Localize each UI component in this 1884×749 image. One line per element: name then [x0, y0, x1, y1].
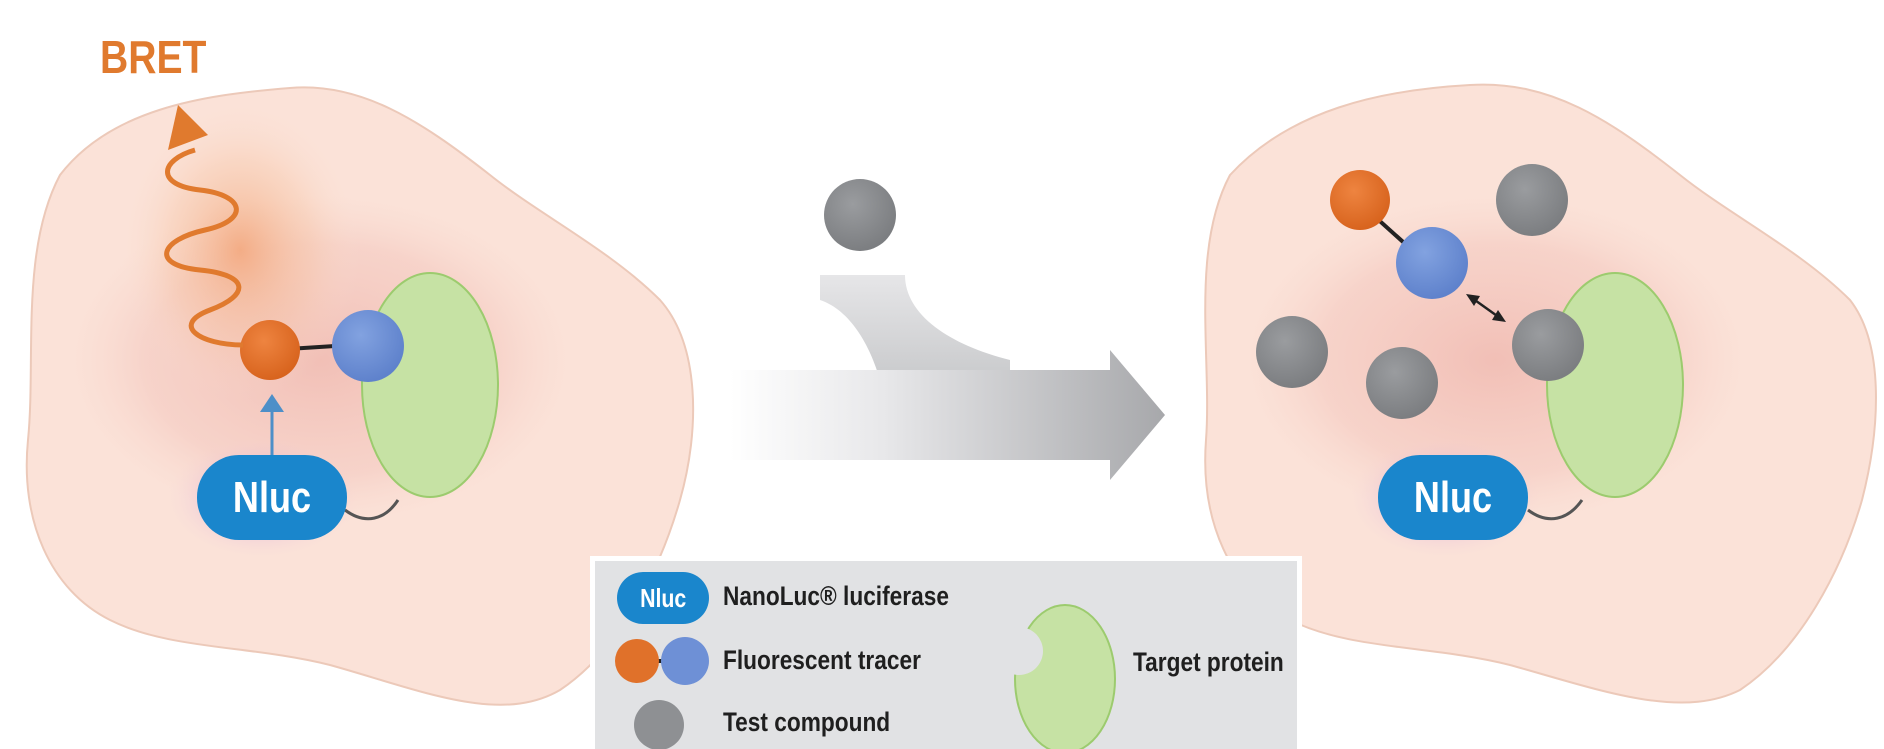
right-target-protein — [1547, 273, 1683, 497]
legend-compound-icon — [631, 697, 687, 749]
legend-compound-label: Test compound — [723, 707, 890, 738]
right-tracer-orange-ball — [1330, 170, 1390, 230]
right-compound-1 — [1496, 164, 1568, 236]
bret-label: BRET — [100, 32, 206, 84]
legend-nluc-badge-text: Nluc — [640, 583, 686, 614]
compound-entry-curve — [820, 275, 1010, 380]
left-bret-glow — [120, 100, 360, 400]
incoming-compound — [824, 179, 896, 251]
right-compound-3 — [1366, 347, 1438, 419]
legend-tracer-icon — [613, 633, 713, 689]
left-tracer-orange-ball — [240, 320, 300, 380]
legend-nluc-badge: Nluc — [617, 572, 709, 624]
right-cell: Nluc — [1205, 85, 1876, 703]
legend: Nluc NanoLuc® luciferase Fluorescent tra… — [590, 556, 1302, 749]
right-tracer-blue-ball — [1396, 227, 1468, 299]
left-nluc-label: Nluc — [233, 473, 311, 522]
left-target-protein — [362, 273, 498, 497]
legend-target-label: Target protein — [1133, 647, 1284, 678]
right-compound-2 — [1256, 316, 1328, 388]
legend-nanoluc-label: NanoLuc® luciferase — [723, 581, 949, 612]
left-tracer-blue-ball — [332, 310, 404, 382]
center-arrow — [730, 179, 1165, 480]
legend-tracer-label: Fluorescent tracer — [723, 645, 921, 676]
right-nluc-label: Nluc — [1414, 473, 1492, 522]
right-compound-bound — [1512, 309, 1584, 381]
legend-target-icon — [1007, 599, 1117, 749]
